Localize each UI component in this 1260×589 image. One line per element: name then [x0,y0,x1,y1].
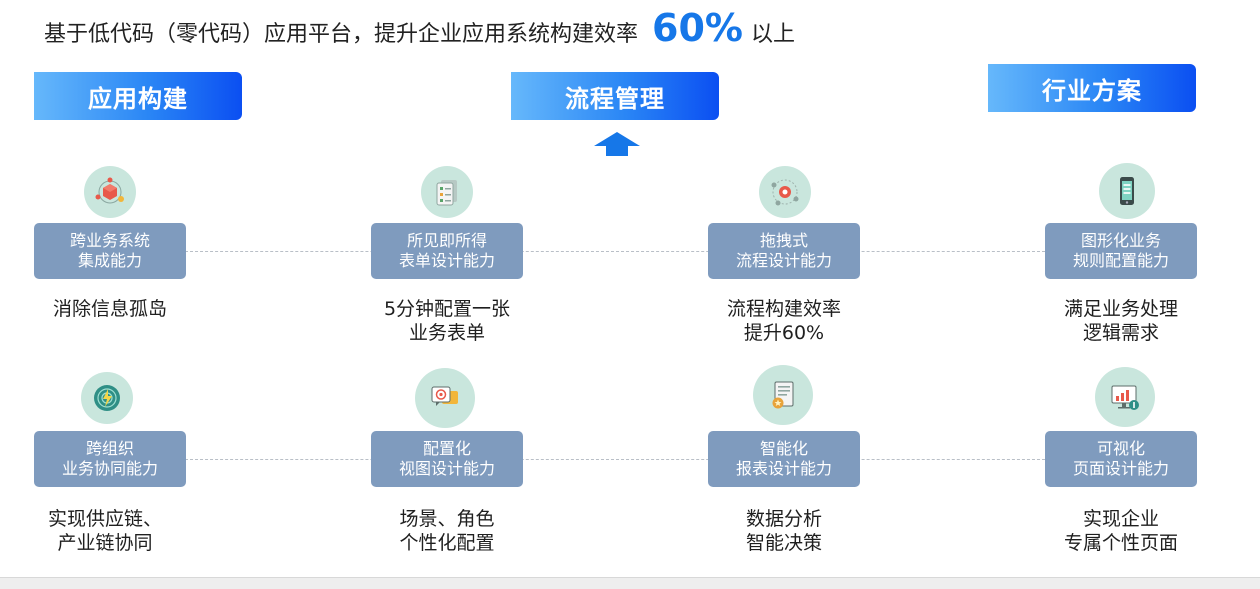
feature-desc-view-design: 场景、角色 个性化配置 [347,507,547,555]
pill-line-2: 表单设计能力 [398,251,495,270]
desc-line-1: 实现供应链、 [47,508,162,530]
desc-line-2: 产业链协同 [57,532,153,554]
desc-line-1: 流程构建效率 [726,298,841,320]
up-arrow-icon [594,132,640,156]
feature-pill-view-design: 配置化 视图设计能力 [371,431,523,487]
checklist-form-icon [421,166,473,218]
pill-line-1: 拖拽式 [759,231,808,250]
desc-line-1: 场景、角色 [399,508,495,530]
desc-line-2: 业务表单 [408,322,485,344]
report-document-icon [753,365,813,425]
pill-line-2: 规则配置能力 [1072,251,1169,270]
row-1-connector [185,251,1045,252]
process-flow-icon [759,166,811,218]
desc-line-1: 5分钟配置一张 [383,298,511,320]
feature-desc-report-design: 数据分析 智能决策 [684,507,884,555]
desc-line-2: 逻辑需求 [1082,322,1159,344]
pill-line-1: 图形化业务 [1080,231,1161,250]
row-2-connector [185,459,1045,460]
feature-pill-page-design: 可视化 页面设计能力 [1045,431,1197,487]
cube-network-icon [84,166,136,218]
pill-line-1: 智能化 [759,439,808,458]
feature-pill-collaboration: 跨组织 业务协同能力 [34,431,186,487]
feature-desc-integration: 消除信息孤岛 [10,297,210,321]
feature-desc-process-design: 流程构建效率 提升60% [684,297,884,345]
pill-line-1: 所见即所得 [406,231,487,250]
tag-industry-solution: 行业方案 [988,64,1196,112]
desc-line-2: 专属个性页面 [1063,532,1178,554]
desc-line-1: 消除信息孤岛 [52,298,167,320]
mobile-phone-icon [1099,163,1155,219]
monitor-chart-icon [1095,367,1155,427]
feature-pill-report-design: 智能化 报表设计能力 [708,431,860,487]
feature-desc-page-design: 实现企业 专属个性页面 [1021,507,1221,555]
desc-line-2: 智能决策 [745,532,822,554]
desc-line-1: 实现企业 [1082,508,1159,530]
headline-text: 基于低代码（零代码）应用平台，提升企业应用系统构建效率 [44,22,639,47]
feature-pill-rule-config: 图形化业务 规则配置能力 [1045,223,1197,279]
pill-line-2: 流程设计能力 [735,251,832,270]
pill-line-1: 跨组织 [85,439,134,458]
feature-desc-form-design: 5分钟配置一张 业务表单 [347,297,547,345]
pill-line-1: 配置化 [422,439,471,458]
pill-line-2: 视图设计能力 [398,459,495,478]
pill-line-2: 业务协同能力 [61,459,158,478]
pill-line-1: 跨业务系统 [69,231,150,250]
pill-line-2: 集成能力 [77,251,142,270]
feature-pill-form-design: 所见即所得 表单设计能力 [371,223,523,279]
desc-line-2: 提升60% [743,322,825,344]
chat-target-icon [415,368,475,428]
pill-line-2: 报表设计能力 [735,459,832,478]
pill-line-1: 可视化 [1096,439,1145,458]
feature-pill-integration: 跨业务系统 集成能力 [34,223,186,279]
desc-line-2: 个性化配置 [399,532,495,554]
pill-line-2: 页面设计能力 [1072,459,1169,478]
feature-pill-process-design: 拖拽式 流程设计能力 [708,223,860,279]
tag-process-management: 流程管理 [511,72,719,120]
feature-desc-rule-config: 满足业务处理 逻辑需求 [1021,297,1221,345]
headline-number: 60% [652,6,743,50]
headline-suffix: 以上 [750,22,795,47]
desc-line-1: 满足业务处理 [1063,298,1178,320]
feature-desc-collaboration: 实现供应链、 产业链协同 [5,507,205,555]
bottom-scrollbar[interactable] [0,577,1260,589]
radar-icon [81,372,133,424]
desc-line-1: 数据分析 [745,508,822,530]
headline: 基于低代码（零代码）应用平台，提升企业应用系统构建效率 60% 以上 [44,6,795,50]
tag-app-build: 应用构建 [34,72,242,120]
